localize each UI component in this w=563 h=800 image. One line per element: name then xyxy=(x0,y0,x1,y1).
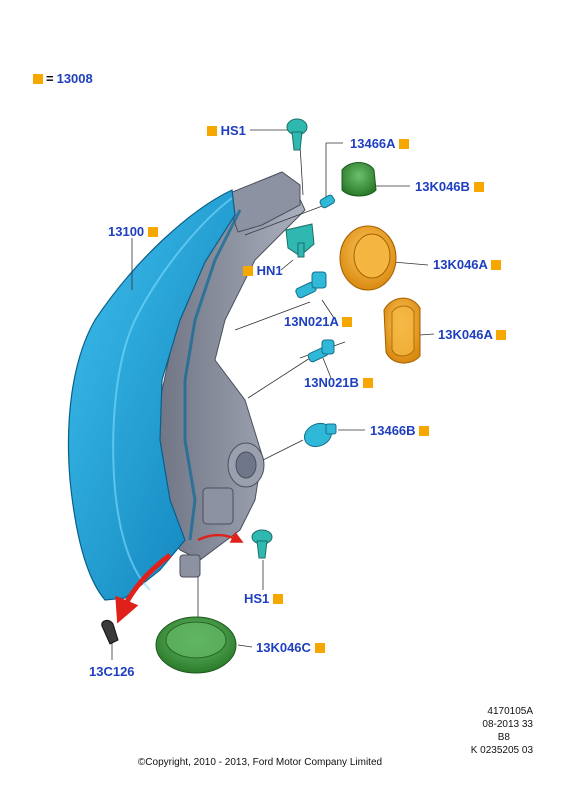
legend-code: 13008 xyxy=(56,71,93,86)
cap-13k046a-upper xyxy=(339,225,397,291)
hn1-nut xyxy=(285,223,315,258)
callout-hs1-top: HS1 xyxy=(207,124,246,138)
reference-line-2: 08-2013 33 xyxy=(482,719,533,730)
callout-hn1: HN1 xyxy=(243,264,283,278)
reference-line-1: 4170105A xyxy=(487,706,533,717)
removal-arrow-clip xyxy=(197,531,244,543)
reference-line-3: B8 xyxy=(497,732,510,743)
socket-13n021a xyxy=(295,271,327,299)
cap-13k046b xyxy=(341,162,377,197)
callout-13466a: 13466A xyxy=(350,137,409,151)
connector-13c126 xyxy=(101,619,119,645)
hs1-clip-bottom xyxy=(251,529,273,559)
callout-13n021b: 13N021B xyxy=(304,376,373,390)
bulb-13466b xyxy=(303,422,337,448)
legend-separator: = xyxy=(46,71,54,86)
legend-marker xyxy=(33,74,43,84)
callout-13c126: 13C126 xyxy=(89,664,135,679)
removal-arrow-lens xyxy=(115,553,172,624)
callout-13k046c: 13K046C xyxy=(256,641,325,655)
lower-mount-boss xyxy=(202,487,234,525)
cap-13k046c xyxy=(155,616,237,674)
callout-hs1-bottom: HS1 xyxy=(244,592,283,606)
copyright: ©Copyright, 2010 - 2013, Ford Motor Comp… xyxy=(137,757,383,768)
callout-13100: 13100 xyxy=(108,225,158,239)
cap-13k046a-lower xyxy=(383,297,421,364)
callout-13466b: 13466B xyxy=(370,424,430,438)
socket-13n021b xyxy=(307,339,335,363)
callout-13k046b: 13K046B xyxy=(415,180,484,194)
mounting-bracket xyxy=(224,171,301,233)
legend: =13008 xyxy=(33,71,93,86)
bulb-13466a xyxy=(319,194,335,209)
callout-13k046a-upper: 13K046A xyxy=(433,258,502,272)
callout-13n021a: 13N021A xyxy=(284,315,353,329)
callout-13k046a-lower: 13K046A xyxy=(438,328,507,342)
reference-line-4: K 0235205 03 xyxy=(470,745,533,756)
hs1-clip-top xyxy=(286,118,308,151)
